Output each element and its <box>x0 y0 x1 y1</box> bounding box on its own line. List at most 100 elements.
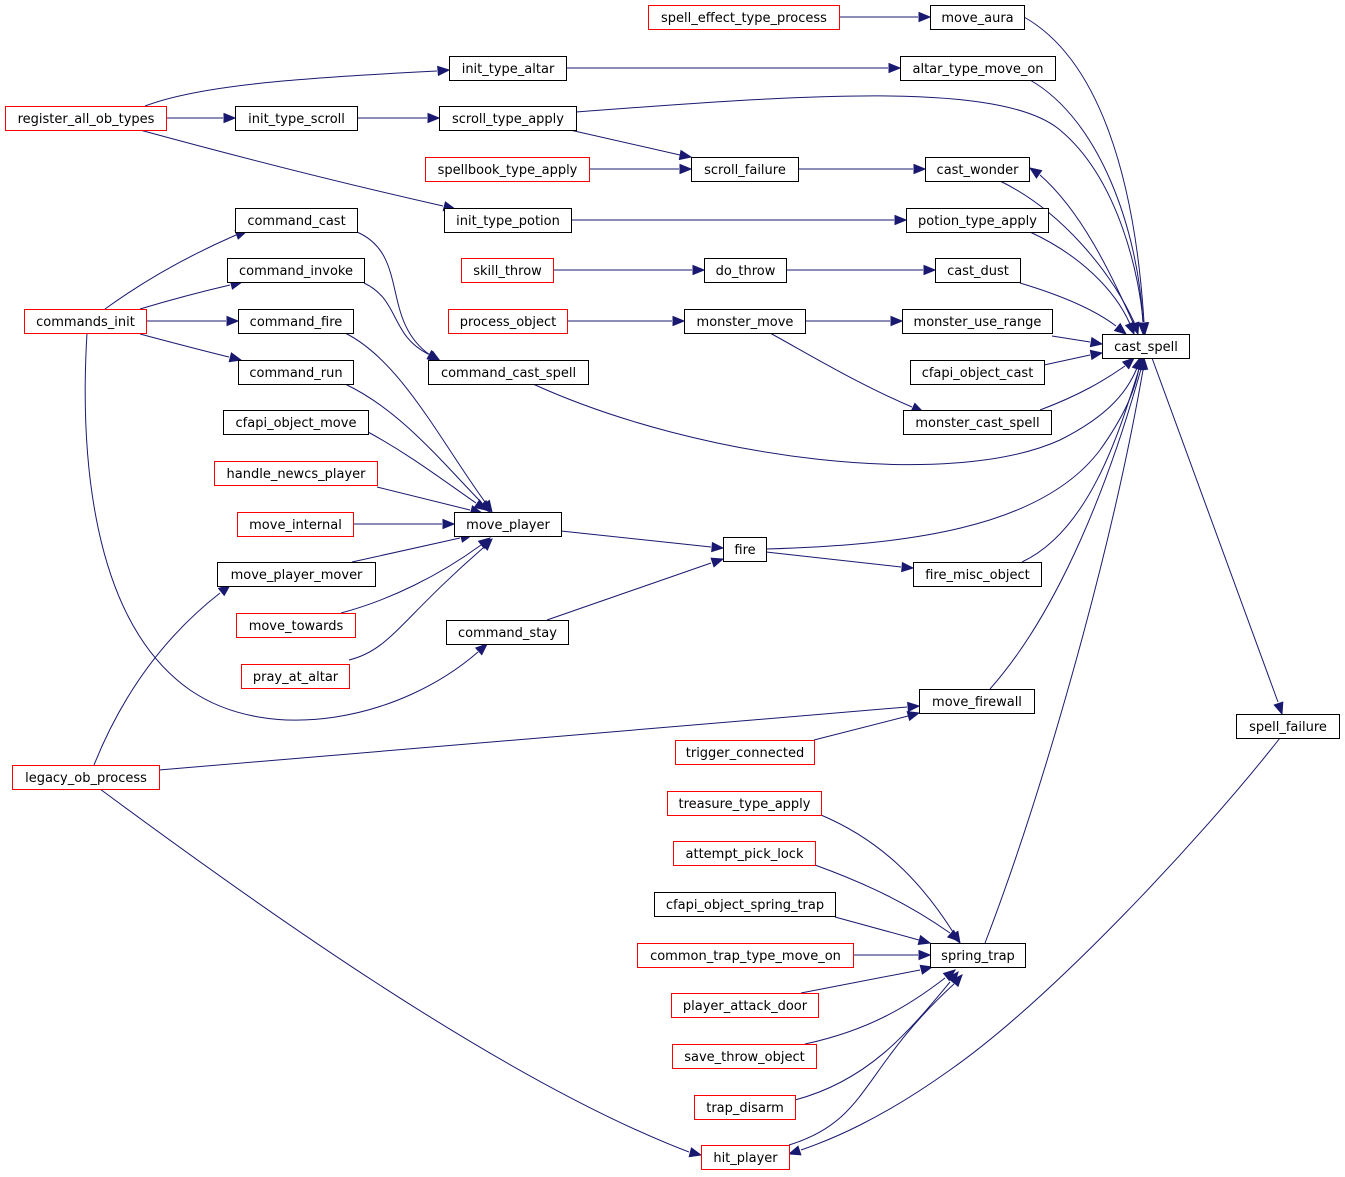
edge-move_internal-to-move_player <box>353 518 456 530</box>
edge-command_stay-to-fire <box>546 557 725 621</box>
node-label: spellbook_type_apply <box>438 163 578 178</box>
node-process-object[interactable]: process_object <box>448 309 568 334</box>
edge-legacy_ob_process-to-move_firewall <box>158 701 921 771</box>
edge-spellbook_type_apply-to-scroll_failure <box>589 163 693 175</box>
node-pray-at-altar[interactable]: pray_at_altar <box>241 664 350 689</box>
node-label: save_throw_object <box>684 1050 804 1065</box>
edge-save_throw_object-to-spring_trap <box>804 969 957 1045</box>
edge-commands_init-to-command_cast <box>104 230 249 310</box>
node-trap-disarm[interactable]: trap_disarm <box>694 1095 796 1120</box>
edge-scroll_type_apply-to-cast_spell <box>575 95 1149 336</box>
edge-spell_effect_type_process-to-move_aura <box>839 11 932 23</box>
node-register-all-ob-types[interactable]: register_all_ob_types <box>5 106 167 131</box>
node-altar-type-move-on[interactable]: altar_type_move_on <box>900 56 1056 81</box>
node-spell-failure: spell_failure <box>1236 714 1340 739</box>
edge-init_type_potion-to-potion_type_apply <box>571 214 908 226</box>
node-skill-throw[interactable]: skill_throw <box>461 258 554 283</box>
node-monster-cast-spell[interactable]: monster_cast_spell <box>903 410 1052 435</box>
arrowhead-icon <box>688 1147 703 1158</box>
node-command-cast[interactable]: command_cast <box>235 208 358 233</box>
node-fire[interactable]: fire <box>723 537 767 562</box>
node-label: cfapi_object_move <box>236 416 357 431</box>
node-save-throw-object[interactable]: save_throw_object <box>672 1044 817 1069</box>
node-label: command_fire <box>250 315 343 330</box>
arrowhead-icon <box>678 149 693 161</box>
node-label: fire <box>734 543 755 558</box>
node-command-run[interactable]: command_run <box>238 360 354 385</box>
arrowhead-icon <box>711 541 725 553</box>
node-label: init_type_scroll <box>248 112 345 127</box>
node-cast-dust[interactable]: cast_dust <box>935 258 1021 283</box>
node-move-player[interactable]: move_player <box>454 512 562 537</box>
node-common-trap-type-move-on[interactable]: common_trap_type_move_on <box>637 943 854 968</box>
node-label: command_cast_spell <box>441 366 576 381</box>
arrowhead-icon <box>1121 357 1135 370</box>
nodes: spell_effect_type_process move_aura init_t… <box>5 5 1340 1170</box>
node-label: commands_init <box>36 315 135 330</box>
node-label: register_all_ob_types <box>18 112 155 127</box>
arrowhead-icon <box>950 974 963 988</box>
edge-treasure_type_apply-to-spring_trap <box>820 814 961 945</box>
node-monster-move[interactable]: monster_move <box>684 309 806 334</box>
node-move-internal[interactable]: move_internal <box>237 512 354 537</box>
node-label: altar_type_move_on <box>912 62 1043 77</box>
node-move-firewall[interactable]: move_firewall <box>919 689 1035 714</box>
node-do-throw[interactable]: do_throw <box>704 258 787 283</box>
edge-monster_move-to-monster_cast_spell <box>769 332 925 413</box>
edge-init_type_scroll-to-scroll_type_apply <box>357 112 441 124</box>
node-commands-init[interactable]: commands_init <box>24 309 147 334</box>
node-label: scroll_type_apply <box>452 112 564 127</box>
node-attempt-pick-lock[interactable]: attempt_pick_lock <box>673 841 816 866</box>
node-command-fire[interactable]: command_fire <box>238 309 354 334</box>
node-label: spell_failure <box>1249 720 1327 735</box>
edge-scroll_failure-to-cast_wonder <box>798 163 927 175</box>
node-cfapi-object-cast[interactable]: cfapi_object_cast <box>910 360 1045 385</box>
node-command-stay[interactable]: command_stay <box>446 620 569 645</box>
node-fire-misc-object[interactable]: fire_misc_object <box>913 562 1042 587</box>
node-potion-type-apply[interactable]: potion_type_apply <box>906 208 1049 233</box>
edge-do_throw-to-cast_dust <box>786 264 937 276</box>
node-monster-use-range[interactable]: monster_use_range <box>902 309 1053 334</box>
node-init-type-potion[interactable]: init_type_potion <box>444 208 572 233</box>
edge-commands_init-to-command_run <box>139 333 243 363</box>
node-hit-player[interactable]: hit_player <box>701 1145 790 1170</box>
arrowhead-icon <box>787 1145 802 1156</box>
node-move-player-mover[interactable]: move_player_mover <box>217 562 376 587</box>
node-cast-wonder[interactable]: cast_wonder <box>925 157 1030 182</box>
node-spellbook-type-apply[interactable]: spellbook_type_apply <box>425 157 590 182</box>
node-label: monster_use_range <box>914 315 1042 330</box>
edge-attempt_pick_lock-to-spring_trap <box>814 864 960 942</box>
node-init-type-scroll[interactable]: init_type_scroll <box>235 106 358 131</box>
node-player-attack-door[interactable]: player_attack_door <box>671 993 819 1018</box>
arrowhead-icon <box>906 710 921 722</box>
node-scroll-failure[interactable]: scroll_failure <box>691 157 799 182</box>
edge-commands_init-to-command_stay <box>84 332 488 721</box>
edge-command_invoke-to-command_cast_spell <box>363 282 441 361</box>
node-spell-effect-type-process[interactable]: spell_effect_type_process <box>648 5 840 30</box>
node-label: treasure_type_apply <box>678 797 810 812</box>
node-init-type-altar[interactable]: init_type_altar <box>449 56 567 81</box>
node-cfapi-object-move[interactable]: cfapi_object_move <box>223 410 369 435</box>
edge-cast_dust-to-cast_spell <box>1019 282 1128 335</box>
node-spring-trap[interactable]: spring_trap <box>930 943 1026 968</box>
arrowhead-icon <box>1137 356 1149 370</box>
node-label: handle_newcs_player <box>227 467 367 482</box>
arrowhead-icon <box>1028 167 1043 179</box>
arrowhead-icon <box>226 315 240 327</box>
node-scroll-type-apply[interactable]: scroll_type_apply <box>439 106 577 131</box>
node-treasure-type-apply[interactable]: treasure_type_apply <box>667 791 822 816</box>
node-move-towards[interactable]: move_towards <box>236 613 356 638</box>
edge-legacy_ob_process-to-move_player_mover <box>93 584 232 766</box>
node-label: move_internal <box>249 518 342 533</box>
node-trigger-connected[interactable]: trigger_connected <box>675 740 815 765</box>
node-label: command_stay <box>458 626 557 641</box>
node-handle-newcs-player[interactable]: handle_newcs_player <box>214 461 378 486</box>
edge-common_trap_type_move_on-to-spring_trap <box>853 949 932 961</box>
node-move-aura[interactable]: move_aura <box>930 5 1025 30</box>
node-cfapi-object-spring-trap[interactable]: cfapi_object_spring_trap <box>654 892 836 917</box>
node-command-invoke[interactable]: command_invoke <box>227 258 365 283</box>
node-legacy-ob-process[interactable]: legacy_ob_process <box>12 765 160 790</box>
node-command-cast-spell[interactable]: command_cast_spell <box>428 360 589 385</box>
node-cast-spell[interactable]: cast_spell <box>1102 334 1190 359</box>
